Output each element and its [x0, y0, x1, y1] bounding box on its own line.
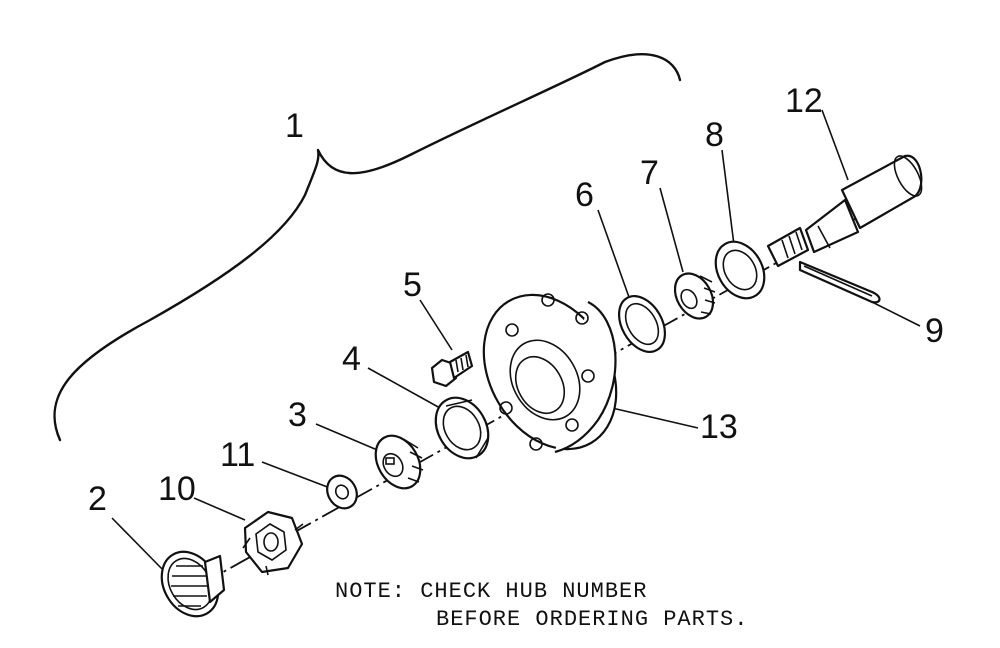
callout-10: 10 [158, 470, 196, 508]
assembly-bracket [53, 53, 682, 442]
note-line-2: BEFORE ORDERING PARTS. [436, 607, 748, 632]
hub-part [482, 293, 618, 454]
leader-4 [367, 367, 441, 409]
callout-labels: 1 2 3 4 5 6 7 8 9 10 11 12 13 [88, 82, 944, 518]
note-line-1: NOTE: CHECK HUB NUMBER [335, 579, 647, 604]
grease-seal-part [714, 240, 766, 300]
note-block: NOTE: CHECK HUB NUMBER BEFORE ORDERING P… [335, 579, 748, 632]
leader-2 [111, 517, 166, 573]
callout-7: 7 [640, 154, 659, 192]
callout-4: 4 [342, 340, 361, 378]
leader-12 [821, 109, 849, 181]
leader-6 [597, 209, 631, 301]
callout-12: 12 [785, 82, 823, 120]
outer-bearing-part [374, 434, 424, 490]
grease-cap-part [160, 550, 226, 618]
callout-13: 13 [700, 408, 738, 446]
castle-nut-part [242, 510, 304, 576]
callout-9: 9 [925, 312, 944, 350]
inner-cup-part [617, 295, 667, 353]
washer-part [326, 474, 358, 510]
callout-11: 11 [220, 436, 255, 474]
leader-11 [261, 461, 331, 489]
leader-8 [721, 149, 735, 246]
wheel-bolt-part [430, 350, 474, 388]
leader-10 [193, 497, 246, 521]
leader-3 [315, 423, 383, 453]
callout-6: 6 [575, 176, 594, 214]
leader-13 [611, 407, 699, 429]
inner-bearing-part [673, 272, 716, 320]
leader-lines [111, 109, 921, 573]
callout-3: 3 [288, 396, 307, 434]
cotter-pin-part [798, 260, 881, 304]
outer-cup-part [434, 396, 490, 460]
leader-7 [659, 187, 684, 273]
callout-5: 5 [403, 266, 422, 304]
callout-1: 1 [285, 107, 304, 145]
callout-2: 2 [88, 480, 107, 518]
leader-9 [871, 301, 921, 327]
leader-5 [419, 299, 453, 351]
callout-8: 8 [705, 116, 724, 154]
spindle-part [766, 154, 923, 268]
